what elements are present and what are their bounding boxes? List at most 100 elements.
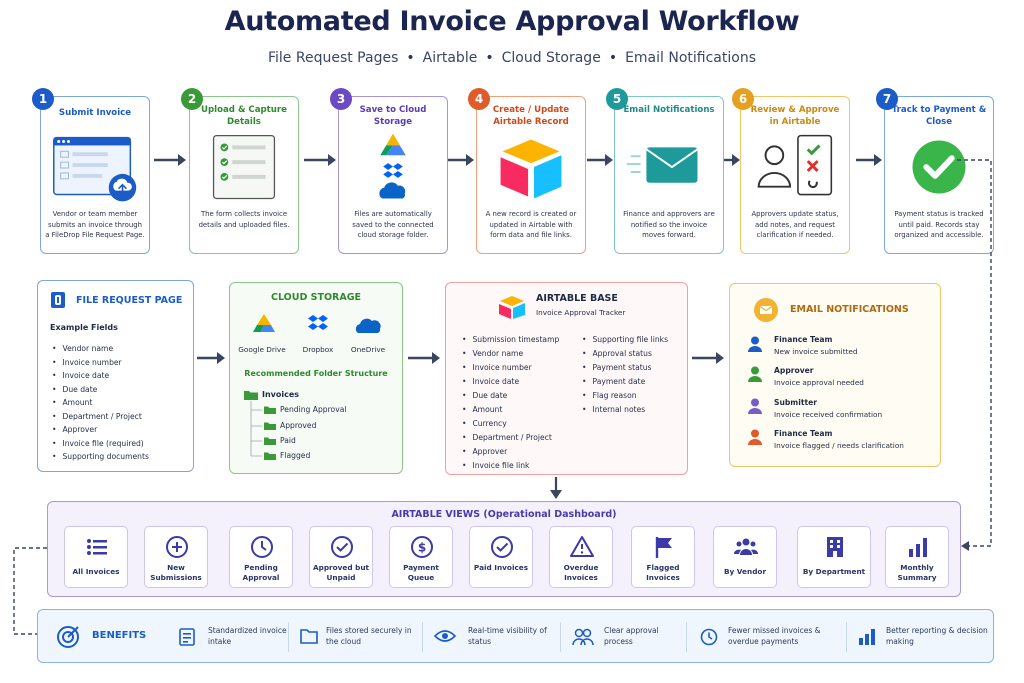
airtable-fields-right: Supporting file links Approval status Pa…: [582, 333, 668, 417]
person-icon: [748, 336, 762, 352]
step-title: Email Notifications: [623, 105, 715, 115]
check-circle-icon: [912, 140, 966, 194]
view-label: Pending Approval: [242, 563, 280, 582]
list-item: Invoice date: [52, 369, 149, 383]
view-card-approved-unpaid[interactable]: Approved but Unpaid: [309, 526, 373, 588]
reviewer-checklist-icon: [757, 134, 833, 196]
clock-icon: [700, 628, 718, 646]
dashed-connector-right: [957, 159, 992, 551]
cloud-providers-icon: [379, 133, 406, 199]
view-card-by-department[interactable]: By Department: [797, 526, 871, 588]
panel-title: CLOUD STORAGE: [270, 292, 362, 303]
list-item: Invoice date: [462, 375, 559, 389]
notification-role: Finance Team: [774, 335, 833, 344]
subtitle-item: Email Notifications: [625, 50, 756, 66]
benefit-text: Fewer missed invoices & overdue payments: [728, 626, 821, 646]
view-card-by-vendor[interactable]: By Vendor: [713, 526, 777, 588]
step-description: The form collects invoice details and up…: [198, 210, 290, 229]
view-card-overdue-invoices[interactable]: Overdue Invoices: [549, 526, 613, 588]
folder-icon: [264, 437, 276, 445]
checklist-form-icon: [212, 134, 276, 200]
flow-arrow: [197, 352, 225, 364]
list-item: Invoice file (required): [52, 437, 149, 451]
step-title: Submit Invoice: [58, 108, 132, 118]
folder-icon: [264, 406, 276, 414]
view-label: By Department: [802, 567, 866, 576]
view-card-paid-invoices[interactable]: Paid Invoices: [469, 526, 533, 588]
subtitle-item: Cloud Storage: [501, 50, 601, 66]
plus-circle-icon: [166, 536, 188, 558]
svg-text:$: $: [418, 541, 426, 555]
people-icon: [734, 538, 758, 555]
list-item: Approver: [462, 445, 559, 459]
subfolder: Flagged: [280, 451, 311, 460]
list-item: Department / Project: [52, 410, 149, 424]
notification-role: Finance Team: [774, 429, 833, 438]
list-icon: [87, 539, 107, 555]
flow-arrow: [724, 154, 740, 166]
provider-label: Dropbox: [302, 345, 334, 354]
subtitle-item: Airtable: [422, 50, 478, 66]
benefit-text: Standardized invoice intake: [208, 626, 287, 646]
dropbox-icon: [308, 315, 328, 330]
notification-message: Invoice received confirmation: [774, 410, 883, 419]
subfolder: Paid: [280, 436, 296, 445]
folder-icon: [264, 422, 276, 430]
step-number: 3: [330, 88, 352, 110]
list-item: Invoice number: [462, 361, 559, 375]
flow-arrow: [154, 154, 186, 166]
flow-arrow: [304, 154, 336, 166]
list-item: Due date: [462, 389, 559, 403]
root-folder: Invoices: [262, 390, 300, 399]
notification-role: Submitter: [774, 398, 817, 407]
notification-message: New invoice submitted: [774, 347, 858, 356]
subtitle-item: File Request Pages: [267, 50, 399, 66]
view-label: Flagged Invoices: [646, 563, 680, 582]
benefit-text: Files stored securely in the cloud: [326, 626, 412, 646]
view-card-new-submissions[interactable]: New Submissions: [144, 526, 208, 588]
list-item: Supporting file links: [582, 333, 668, 347]
building-icon: [827, 537, 843, 557]
step-track-payment: 7 Track to Payment & Close Payment statu…: [876, 88, 994, 254]
subfolder: Pending Approval: [280, 405, 347, 414]
view-card-all-invoices[interactable]: All Invoices: [64, 526, 128, 588]
list-item: Approver: [52, 423, 149, 437]
warning-icon: [570, 536, 594, 557]
flow-arrow: [408, 352, 440, 364]
step-description: Payment status is tracked until paid. Re…: [894, 210, 984, 239]
step-submit-invoice: 1 Submit Invoice Vendor or team member s…: [32, 88, 150, 254]
envelope-icon: [626, 147, 699, 183]
folder-icon: [264, 452, 276, 460]
notification-message: Invoice flagged / needs clarification: [774, 441, 904, 450]
clock-icon: [251, 536, 273, 558]
list-item: Invoice number: [52, 356, 149, 370]
envelope-icon: [754, 298, 778, 322]
airtable-fields-left: Submission timestamp Vendor name Invoice…: [462, 333, 559, 473]
check-circle-icon: [331, 536, 353, 558]
provider-label: OneDrive: [350, 345, 386, 354]
benefits-bar: BENEFITS Standardized invoice intake Fil…: [37, 609, 994, 663]
step-title: Create / Update Airtable Record: [492, 105, 570, 127]
panel-subtitle: Invoice Approval Tracker: [536, 308, 626, 317]
check-circle-icon: [491, 536, 513, 558]
eye-icon: [434, 630, 456, 642]
target-icon: [57, 626, 79, 648]
view-card-flagged-invoices[interactable]: Flagged Invoices: [631, 526, 695, 588]
flow-arrow: [448, 154, 474, 166]
list-item: Invoice file link: [462, 459, 559, 473]
notification-role: Approver: [774, 366, 814, 375]
browser-upload-icon: [53, 136, 137, 202]
view-card-pending-approval[interactable]: Pending Approval: [229, 526, 293, 588]
list-item: Due date: [52, 383, 149, 397]
person-icon: [748, 398, 762, 414]
view-card-monthly-summary[interactable]: Monthly Summary: [885, 526, 949, 588]
file-request-field-list: Vendor name Invoice number Invoice date …: [52, 342, 149, 464]
benefit-text: Real-time visibility of status: [468, 626, 547, 646]
folder-icon: [300, 629, 318, 644]
folder-icon: [244, 391, 258, 400]
step-create-airtable-record: 4 Create / Update Airtable Record A new …: [468, 88, 586, 254]
view-card-payment-queue[interactable]: $ Payment Queue: [389, 526, 453, 588]
list-item: Payment date: [582, 375, 668, 389]
flag-icon: [655, 537, 672, 558]
email-notifications-panel: EMAIL NOTIFICATIONS Finance Team New inv…: [729, 283, 941, 467]
